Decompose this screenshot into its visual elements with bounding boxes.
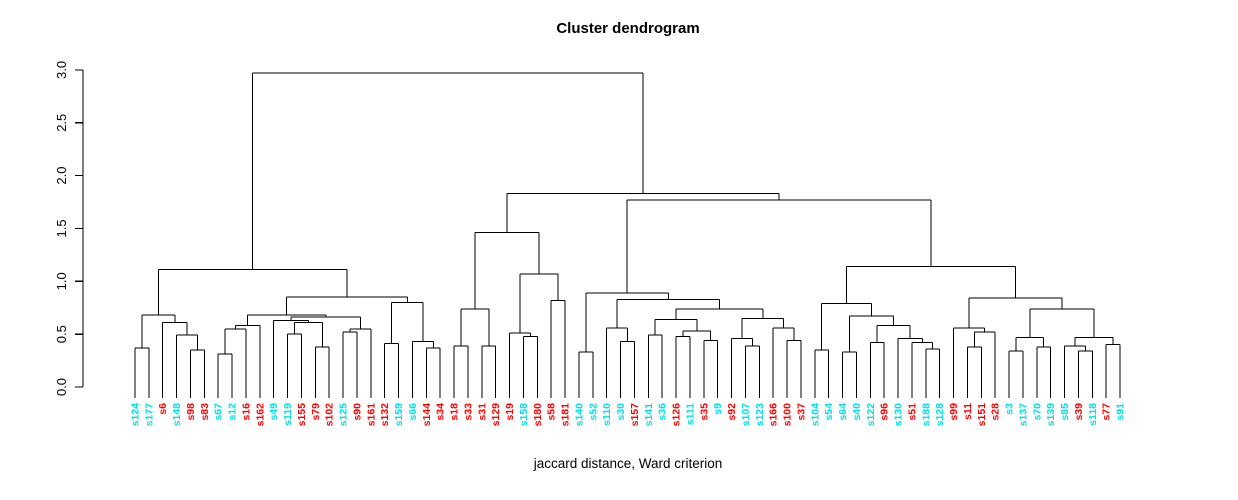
leaf-label: s180 bbox=[532, 403, 544, 427]
leaf-label: s79 bbox=[310, 403, 322, 421]
leaf-label: s181 bbox=[560, 403, 572, 427]
leaf-label: s159 bbox=[393, 403, 405, 427]
leaf-label: s40 bbox=[851, 403, 863, 421]
leaf-label: s128 bbox=[934, 403, 946, 427]
y-axis-tick-label: 2.0 bbox=[54, 167, 69, 185]
leaf-label: s49 bbox=[268, 403, 280, 421]
y-axis: 0.0 0.5 1.0 1.5 2.0 2.5 3.0 bbox=[54, 61, 84, 396]
leaf-label: s77 bbox=[1101, 403, 1113, 421]
leaf-label: s104 bbox=[809, 403, 821, 427]
leaf-label: s33 bbox=[462, 403, 474, 421]
leaf-label: s102 bbox=[324, 403, 336, 427]
leaf-label: s155 bbox=[296, 403, 308, 427]
y-axis-tick-label: 3.0 bbox=[54, 61, 69, 79]
leaf-label: s140 bbox=[573, 403, 585, 427]
leaf-label: s124 bbox=[130, 403, 142, 427]
leaf-label: s9 bbox=[712, 403, 724, 415]
leaf-label: s162 bbox=[254, 403, 266, 427]
leaf-label: s111 bbox=[684, 403, 696, 425]
x-axis-caption: jaccard distance, Ward criterion bbox=[533, 456, 723, 471]
dendrogram-tree bbox=[134, 72, 1121, 398]
leaf-label: s157 bbox=[629, 403, 641, 427]
y-axis-tick-label: 1.5 bbox=[54, 219, 69, 237]
leaf-label: s64 bbox=[837, 403, 849, 421]
leaf-label: s91 bbox=[1115, 403, 1127, 421]
y-axis-tick-label: 2.5 bbox=[54, 114, 69, 132]
leaf-label: s151 bbox=[976, 403, 988, 427]
leaf-label: s83 bbox=[199, 403, 211, 421]
leaf-label: s122 bbox=[865, 403, 877, 427]
leaf-label: s35 bbox=[698, 403, 710, 421]
leaf-label: s188 bbox=[920, 403, 932, 427]
leaf-label: s100 bbox=[782, 403, 794, 427]
leaf-label: s3 bbox=[1004, 403, 1016, 415]
leaf-label: s37 bbox=[795, 403, 807, 421]
plot-title: Cluster dendrogram bbox=[556, 20, 699, 37]
leaf-label: s166 bbox=[768, 403, 780, 427]
leaf-label: s110 bbox=[601, 403, 613, 426]
leaf-label: s161 bbox=[365, 403, 377, 427]
leaf-label: s107 bbox=[740, 403, 752, 427]
leaf-label: s96 bbox=[879, 403, 891, 421]
leaf-label: s54 bbox=[823, 403, 835, 421]
leaf-label: s158 bbox=[518, 403, 530, 427]
leaf-label: s98 bbox=[185, 403, 197, 421]
leaf-label: s123 bbox=[754, 403, 766, 427]
leaf-label: s52 bbox=[587, 403, 599, 421]
leaf-label: s119 bbox=[282, 403, 294, 426]
leaf-label: s31 bbox=[476, 403, 488, 421]
leaf-label: s6 bbox=[157, 403, 169, 415]
leaf-label: s70 bbox=[1031, 403, 1043, 421]
leaf-label: s85 bbox=[1059, 403, 1071, 421]
leaf-label: s66 bbox=[407, 403, 419, 421]
leaf-label: s139 bbox=[1045, 403, 1057, 427]
leaf-label: s51 bbox=[906, 403, 918, 421]
leaf-label: s118 bbox=[1087, 403, 1099, 426]
leaf-label: s58 bbox=[546, 403, 558, 421]
leaf-label: s34 bbox=[435, 403, 447, 421]
leaf-label: s16 bbox=[240, 403, 252, 421]
leaf-label: s129 bbox=[490, 403, 502, 427]
leaf-label: s125 bbox=[338, 403, 350, 427]
leaf-label: s30 bbox=[615, 403, 627, 421]
y-axis-tick-label: 1.0 bbox=[54, 272, 69, 290]
leaf-label: s90 bbox=[351, 403, 363, 421]
leaf-label: s177 bbox=[143, 403, 155, 427]
leaf-label: s12 bbox=[227, 403, 239, 421]
leaf-label: s36 bbox=[657, 403, 669, 421]
leaf-label: s39 bbox=[1073, 403, 1085, 421]
leaf-label: s132 bbox=[379, 403, 391, 427]
y-axis-tick-label: 0.5 bbox=[54, 325, 69, 343]
leaf-label: s19 bbox=[504, 403, 516, 421]
leaf-label: s144 bbox=[421, 403, 433, 427]
leaf-label: s92 bbox=[726, 403, 738, 421]
leaf-label: s126 bbox=[671, 403, 683, 427]
leaf-label: s99 bbox=[948, 403, 960, 421]
leaf-label: s67 bbox=[213, 403, 225, 421]
leaf-label: s148 bbox=[171, 403, 183, 427]
leaf-label: s141 bbox=[643, 403, 655, 427]
leaf-label: s137 bbox=[1017, 403, 1029, 427]
leaf-label: s18 bbox=[449, 403, 461, 421]
leaf-label: s130 bbox=[893, 403, 905, 427]
leaf-label: s11 bbox=[962, 403, 974, 420]
leaf-label: s28 bbox=[990, 403, 1002, 421]
y-axis-tick-label: 0.0 bbox=[54, 378, 69, 396]
